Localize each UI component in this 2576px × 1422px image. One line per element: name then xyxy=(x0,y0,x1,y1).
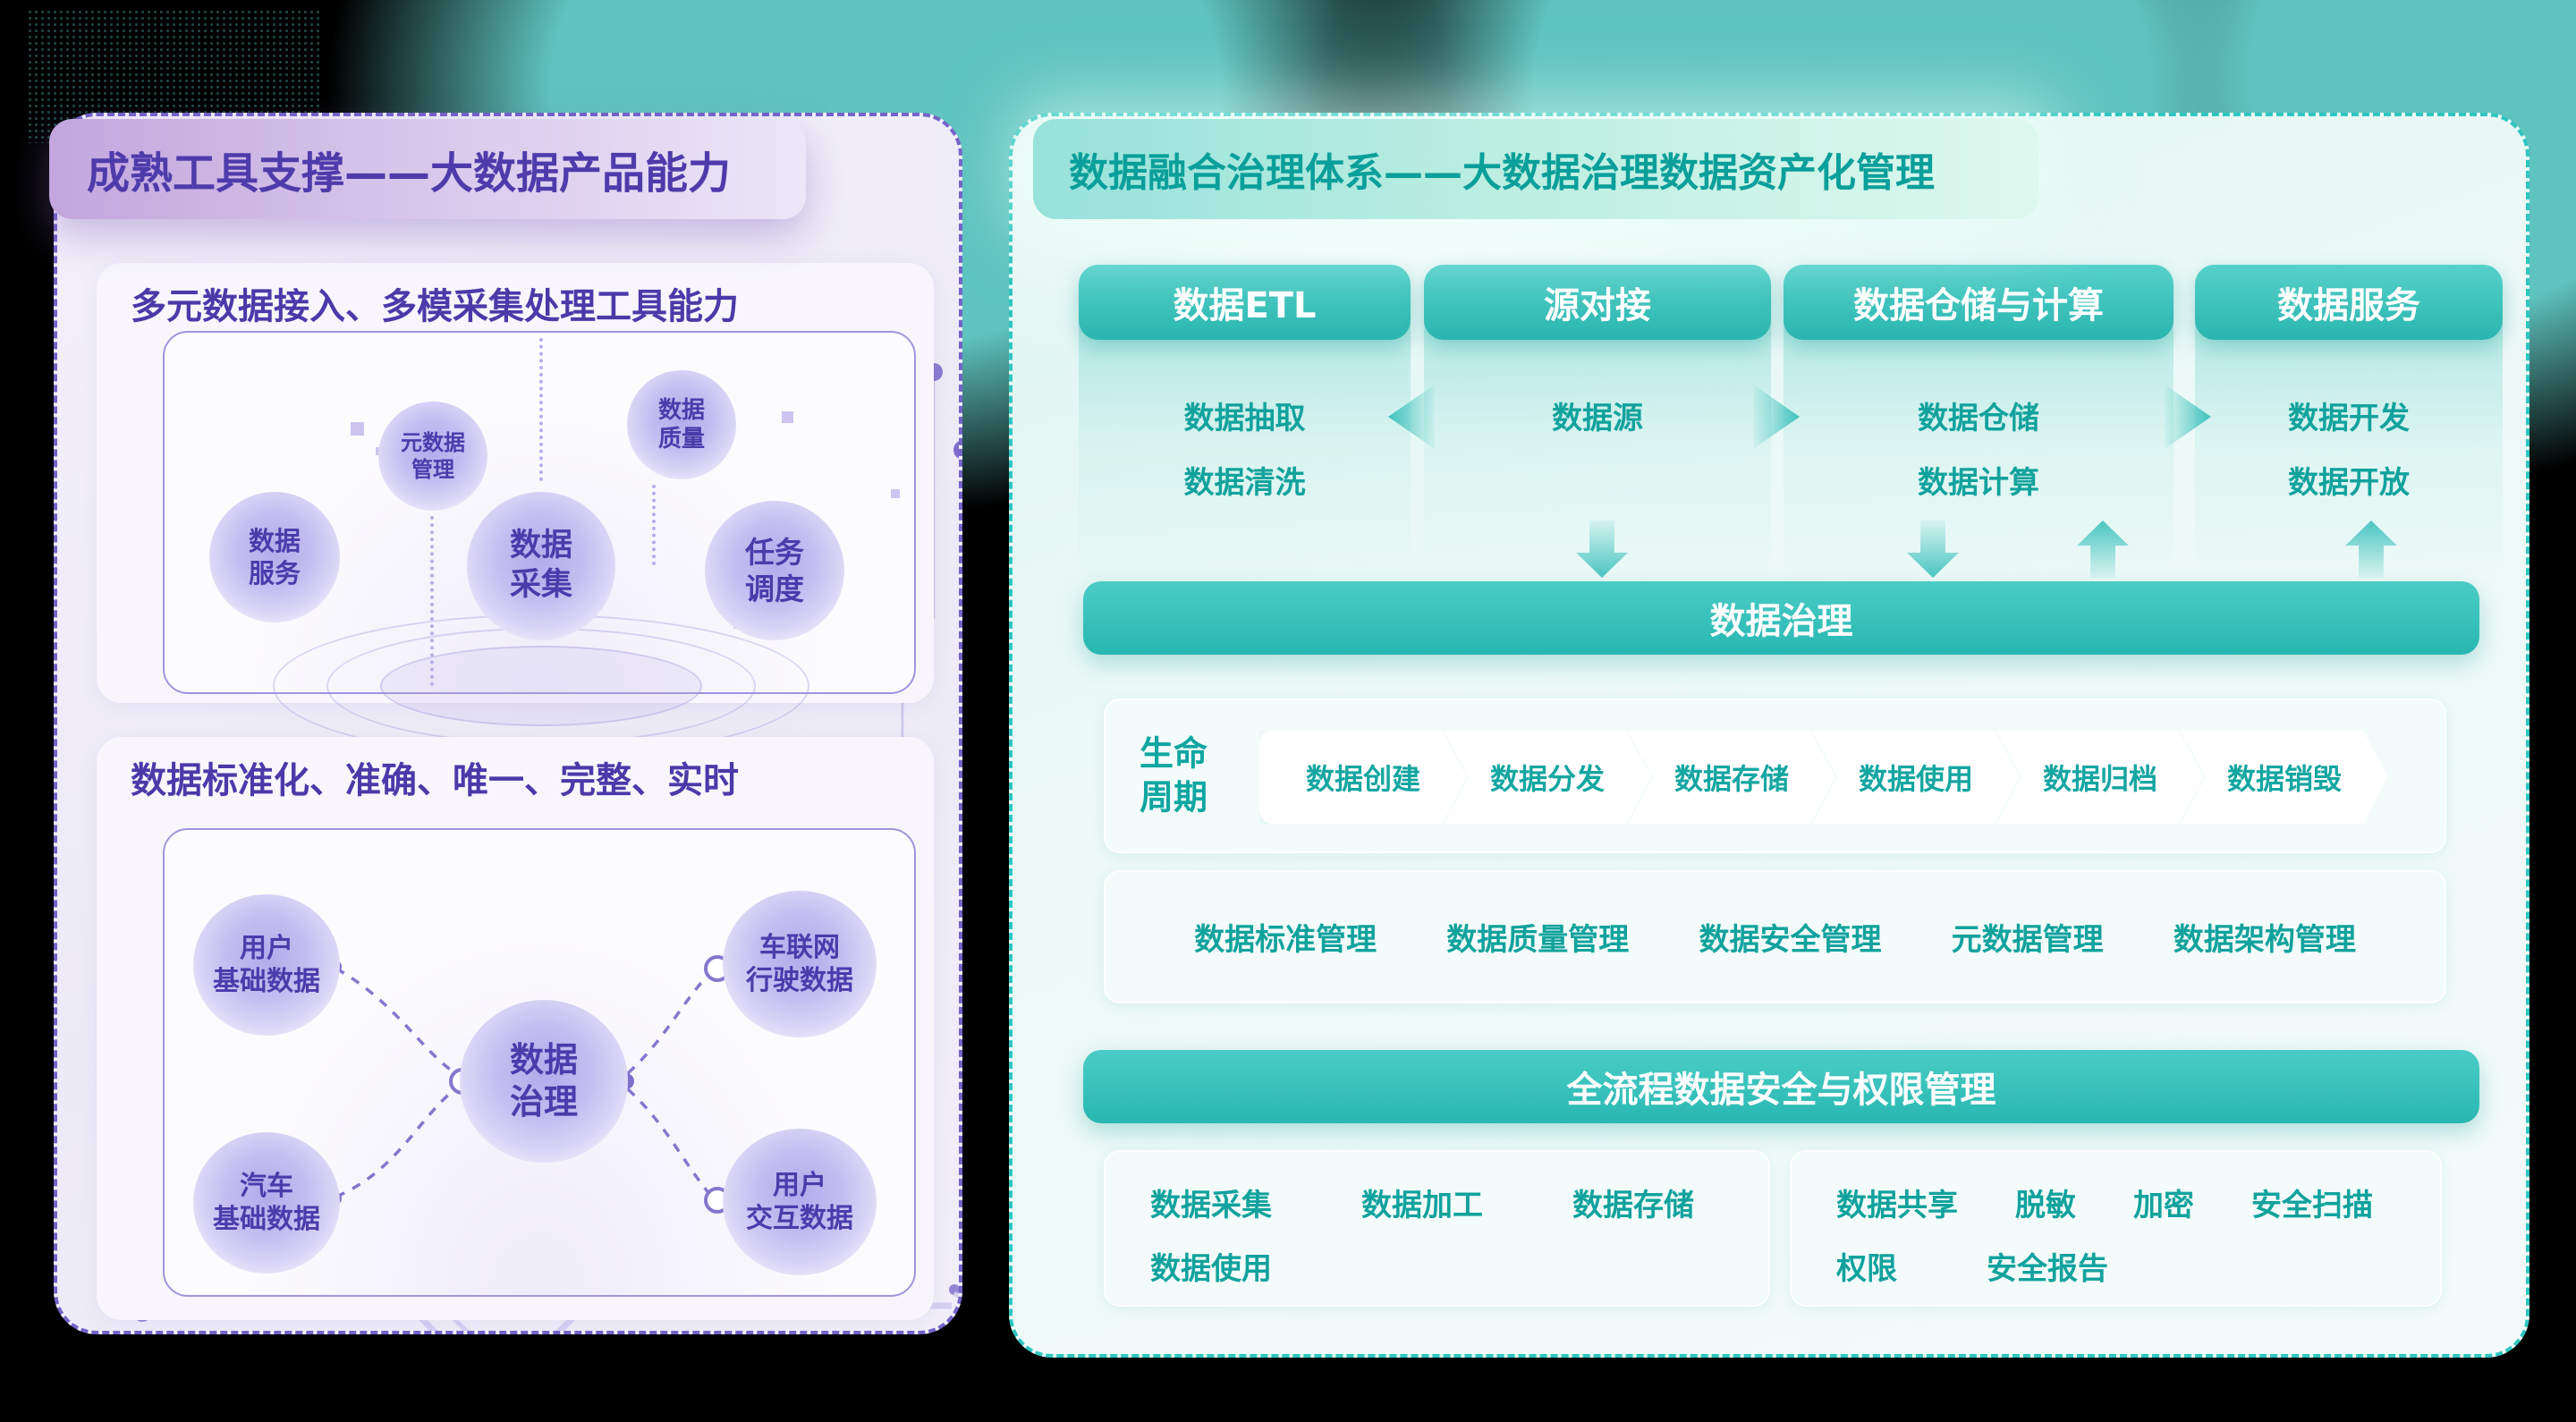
item-data-compute: 数据计算 xyxy=(1918,465,2039,501)
mgmt-item: 元数据管理 xyxy=(1951,922,2104,958)
column-service-header: 数据服务 xyxy=(2195,265,2503,340)
left-section-2-heading: 数据标准化、准确、唯一、完整、实时 xyxy=(131,760,739,801)
bubble-data-collection: 数据 采集 xyxy=(467,492,615,640)
mgmt-item: 数据质量管理 xyxy=(1446,922,1630,958)
item-data-source: 数据源 xyxy=(1552,401,1643,436)
lifecycle-step: 数据分发 xyxy=(1444,731,1651,824)
item-data-open: 数据开放 xyxy=(2288,465,2410,501)
bubble-data-quality: 数据 质量 xyxy=(627,370,736,479)
lifecycle-step: 数据销毁 xyxy=(2181,731,2388,824)
security-box-right: 数据共享 脱敏 加密 安全扫描 权限 安全报告 xyxy=(1790,1150,2442,1307)
sec-item: 数据采集 xyxy=(1150,1188,1272,1223)
right-panel: 数据ETL 源对接 数据仓储与计算 数据服务 数据抽取 数据清洗 数据源 数据仓… xyxy=(1009,113,2529,1358)
left-section-2-diagram: 用户 基础数据 汽车 基础数据 数据 治理 车联网 行驶数据 用户 交互数据 xyxy=(163,828,916,1297)
security-bar: 全流程数据安全与权限管理 xyxy=(1083,1050,2479,1123)
item-data-extract: 数据抽取 xyxy=(1183,401,1306,436)
sec-item: 安全报告 xyxy=(1987,1251,2108,1287)
bubble-vehicle-base-data: 汽车 基础数据 xyxy=(193,1132,340,1274)
sec-item: 安全扫描 xyxy=(2251,1188,2373,1223)
lifecycle-label: 生命 周期 xyxy=(1140,733,1208,817)
lifecycle-step: 数据创建 xyxy=(1259,731,1467,824)
column-warehouse-header: 数据仓储与计算 xyxy=(1784,265,2174,340)
left-section-2: 数据标准化、准确、唯一、完整、实时 用户 基础数据 汽车 基础数据 数据 治理 xyxy=(97,737,934,1320)
bubble-iov-driving-data: 车联网 行驶数据 xyxy=(723,891,877,1037)
column-etl-header: 数据ETL xyxy=(1079,265,1411,340)
bubble-data-governance: 数据 治理 xyxy=(460,1000,628,1163)
security-box-left: 数据采集 数据加工 数据存储 数据使用 xyxy=(1104,1150,1770,1307)
sec-item: 脱敏 xyxy=(2015,1188,2076,1223)
bubble-user-base-data: 用户 基础数据 xyxy=(193,894,340,1036)
column-source-header: 源对接 xyxy=(1424,265,1771,340)
bubble-data-service: 数据 服务 xyxy=(209,492,340,622)
right-panel-title: 数据融合治理体系——大数据治理数据资产化管理 xyxy=(1033,119,2039,219)
left-section-1-diagram: 数据 服务 元数据 管理 数据 采集 数据 质量 任务 调度 xyxy=(163,331,916,758)
item-data-warehouse: 数据仓储 xyxy=(1918,401,2039,436)
sec-item: 权限 xyxy=(1836,1251,1897,1287)
sec-item: 数据加工 xyxy=(1361,1188,1483,1223)
mgmt-item: 数据安全管理 xyxy=(1699,922,1882,958)
item-data-clean: 数据清洗 xyxy=(1183,465,1306,501)
left-section-1-heading: 多元数据接入、多模采集处理工具能力 xyxy=(131,286,739,327)
bubble-metadata-management: 元数据 管理 xyxy=(378,402,487,511)
left-panel: 多元数据接入、多模采集处理工具能力 数据 服务 元数据 管理 数据 采集 数据 … xyxy=(54,113,962,1334)
left-section-1: 多元数据接入、多模采集处理工具能力 数据 服务 元数据 管理 数据 采集 数据 … xyxy=(97,263,934,758)
lifecycle-step: 数据使用 xyxy=(1812,731,2020,824)
lifecycle-steps: 数据创建 数据分发 数据存储 数据使用 数据归档 数据销毁 xyxy=(1259,731,2388,824)
mgmt-item: 数据架构管理 xyxy=(2173,922,2356,958)
bubble-user-interaction-data: 用户 交互数据 xyxy=(723,1129,877,1275)
governance-bar: 数据治理 xyxy=(1083,581,2479,655)
management-box: 数据标准管理 数据质量管理 数据安全管理 元数据管理 数据架构管理 xyxy=(1104,870,2446,1003)
sec-item: 数据共享 xyxy=(1836,1188,1958,1223)
mgmt-item: 数据标准管理 xyxy=(1194,922,1377,958)
lifecycle-step: 数据归档 xyxy=(1996,731,2204,824)
lifecycle-step: 数据存储 xyxy=(1628,731,1835,824)
sec-item: 数据使用 xyxy=(1150,1251,1272,1287)
left-panel-title: 成熟工具支撑——大数据产品能力 xyxy=(49,119,806,219)
sec-item: 加密 xyxy=(2133,1188,2194,1223)
item-data-develop: 数据开发 xyxy=(2288,401,2410,436)
bubble-task-scheduling: 任务 调度 xyxy=(705,501,844,640)
sec-item: 数据存储 xyxy=(1572,1188,1694,1223)
lifecycle-box: 生命 周期 数据创建 数据分发 数据存储 数据使用 数据归档 数据销毁 xyxy=(1104,698,2446,853)
